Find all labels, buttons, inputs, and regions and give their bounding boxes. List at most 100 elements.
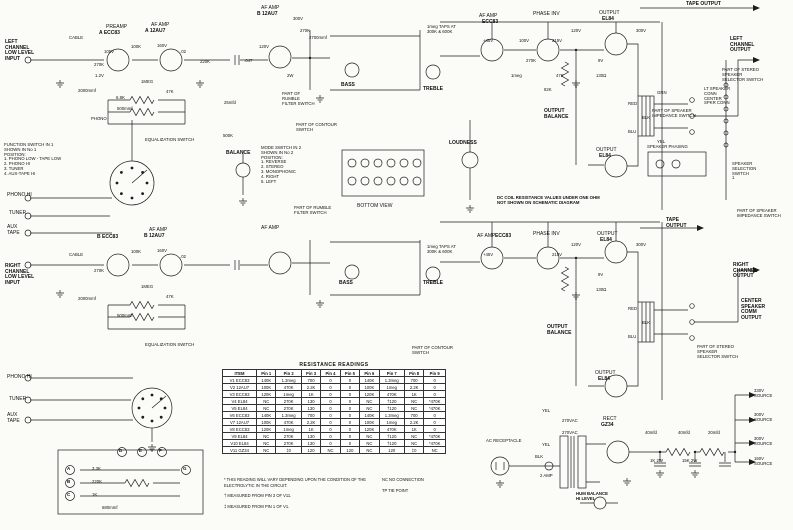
table-cell: 470K: [378, 425, 405, 433]
component-value: 3.3K: [92, 466, 101, 471]
table-header-row: ITEM Pin 1 Pin 2 Pin 3 Pin 4 Pin 5 Pin 6…: [221, 369, 446, 377]
table-row: V11 GZ34 NC ‡0 120 NC 120 NC 120 ‡0 NC: [221, 446, 446, 454]
tube-el84-label-bottom-1: EL84: [600, 237, 612, 243]
table-cell: 700: [300, 376, 322, 384]
table-cell: NC: [403, 432, 425, 440]
af-amp-label-1: AF AMP: [151, 22, 170, 28]
legend-entry: NC NO CONNECTION: [382, 477, 424, 483]
left-channel-input-label: LEFT CHANNEL LOW LEVEL INPUT: [5, 39, 35, 62]
table-cell: 1K: [403, 425, 425, 433]
component-value: 1MEG: [141, 284, 154, 289]
wire-color-yel-2: YEL: [542, 442, 551, 447]
right-channel-output-label: RIGHT CHANNEL OUTPUT: [733, 262, 758, 280]
table-cell: NC: [256, 397, 277, 405]
wires-left-channel: [30, 30, 756, 167]
footnote: * THIS READING WILL VARY DEPENDING UPON …: [224, 477, 367, 488]
tube-v2b-label: B 12AU7: [257, 11, 278, 17]
table-cell: 2.2K: [300, 418, 322, 426]
output-label-bottom-1: OUTPUT: [597, 231, 618, 237]
rectifier-label: RECT: [603, 416, 617, 422]
table-cell: 1meg: [275, 390, 302, 398]
tuner-label-2: TUNER: [9, 396, 27, 402]
tube-el84-label-bottom-2: EL84: [598, 376, 610, 382]
tube-v1-label: A ECC83: [99, 30, 120, 36]
tube-v7-label: B 12AU7: [144, 233, 165, 239]
table-cell-item: V3 ECC83: [221, 390, 258, 398]
table-header-cell: Pin 5: [339, 369, 361, 377]
cable-label-bottom: CABLE: [69, 252, 84, 257]
af-amp-label-3: AF AMP: [479, 13, 498, 19]
wire-color-red-top: RED: [628, 101, 638, 106]
component-value: 25mfd: [224, 100, 236, 105]
component-value: 300V: [636, 242, 647, 247]
component-value: 100K: [131, 249, 142, 254]
fuse-label: 2 AMP: [540, 473, 553, 478]
table-cell: 1.3meg: [378, 376, 405, 384]
af-amp-label-2: AF AMP: [261, 5, 280, 11]
table-header-cell: Pin 2: [275, 369, 302, 377]
table-cell: 0: [423, 383, 446, 391]
terminal-letter-e: E: [139, 448, 143, 453]
table-cell: †120: [378, 397, 405, 405]
table-cell: 0: [320, 383, 341, 391]
table-cell: 1.3meg: [275, 411, 302, 419]
table-cell: 0: [320, 425, 341, 433]
component-value: 6.8K: [116, 95, 125, 100]
output-label-top-1: OUTPUT: [599, 10, 620, 16]
table-cell: 120K: [359, 390, 380, 398]
table-header-cell: ITEM: [221, 369, 258, 377]
table-cell: 0: [339, 432, 361, 440]
table-cell: NC: [359, 439, 380, 447]
table-cell: NC: [423, 446, 446, 454]
wire-color-blk-1: BLK: [535, 454, 544, 459]
table-cell: NC: [256, 446, 277, 454]
aux-tape-label-2: AUX TAPE: [7, 412, 20, 424]
table-cell: *470K: [423, 404, 446, 412]
table-cell: 0: [423, 411, 446, 419]
cable-label-top: CABLE: [69, 35, 84, 40]
component-value: 20mfd: [708, 430, 720, 435]
af-amp-label-4: AF AMP: [149, 227, 168, 233]
table-header-cell: Pin 9: [423, 369, 446, 377]
table-cell: 270K: [275, 439, 302, 447]
component-value: 160V: [157, 248, 168, 253]
phono-hi-label-2: PHONO HI: [7, 374, 32, 380]
table-row: V9 EL84 NC 270K 130 0 0 NC †120 NC *470K: [221, 432, 446, 440]
af-amp-label-6: AF AMP: [477, 233, 496, 239]
table-cell: 0: [339, 411, 361, 419]
tube-v8-label: ECC83: [495, 233, 512, 239]
wire-color-grn-top: GRN: [657, 90, 667, 95]
secondary-voltage-label-1: 270VAC: [562, 418, 578, 423]
table-cell: NC: [403, 439, 425, 447]
component-value: 130Ω: [596, 73, 607, 78]
table-cell: 1K: [300, 425, 322, 433]
table-cell: NC: [256, 404, 277, 412]
component-value: 300V: [636, 28, 647, 33]
component-value: +45V: [483, 38, 494, 43]
table-cell-item: V6 ECC83: [221, 411, 258, 419]
table-cell: 0: [320, 390, 341, 398]
af-amp-label-5: AF AMP: [261, 225, 280, 231]
component-value: 270K: [94, 62, 105, 67]
wire-color-red-bottom: RED: [628, 306, 638, 311]
impedance-switch-note-mid: PART OF SPEAKER IMPEDANCE SWITCH: [737, 208, 781, 218]
table-cell: 1.3meg: [275, 376, 302, 384]
table-cell-item: V10 EL84: [221, 439, 258, 447]
output-balance-label-top: OUTPUT BALANCE: [544, 108, 569, 120]
equalization-switch-label-top: EQUALIZATION SWITCH: [145, 137, 195, 142]
loudness-control-label: LOUDNESS: [449, 140, 477, 146]
component-value: +45V: [483, 252, 494, 257]
table-cell: 100K: [359, 418, 380, 426]
stereo-selector-note-bottom: PART OF STEREO SPEAKER SELECTOR SWITCH: [697, 344, 739, 359]
center-speaker-label: CENTER SPEAKER COMM OUTPUT: [741, 298, 766, 321]
table-cell: 1K: [300, 390, 322, 398]
table-footnotes: * THIS READING WILL VARY DEPENDING UPON …: [224, 472, 374, 515]
table-cell: 120: [339, 446, 361, 454]
tape-output-label-top: TAPE OUTPUT: [686, 1, 721, 7]
table-cell: 0: [339, 439, 361, 447]
component-value: 270K: [94, 268, 105, 273]
wire-color-blk-top: BLK: [642, 115, 651, 120]
component-value: 1K: [92, 492, 98, 497]
table-cell: †120: [378, 439, 405, 447]
